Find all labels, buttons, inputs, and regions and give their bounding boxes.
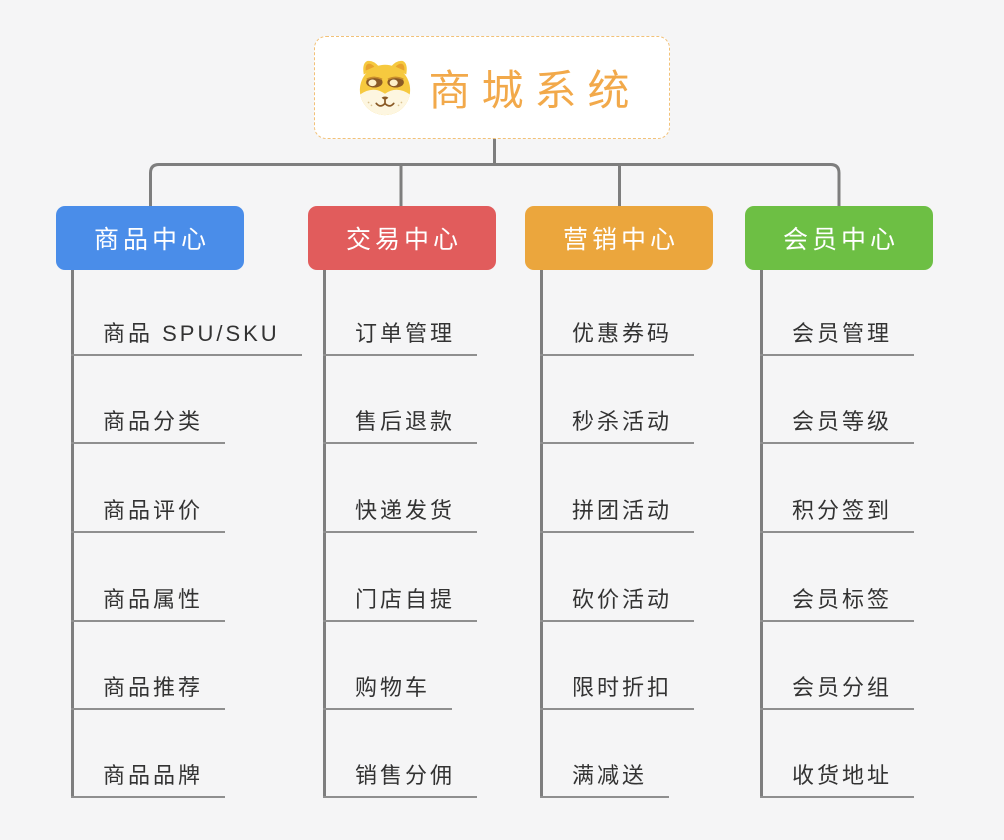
item-node[interactable]: 限时折扣 [540,675,695,710]
item-node[interactable]: 快递发货 [323,498,478,533]
dog-face-icon [360,60,411,115]
root-node[interactable]: 商城系统 [314,36,670,139]
item-node[interactable]: 门店自提 [323,587,478,622]
item-node[interactable]: 订单管理 [323,321,478,356]
branch-node-product-center[interactable]: 商品中心 [56,206,244,270]
item-node[interactable]: 销售分佣 [323,763,478,798]
item-node[interactable]: 购物车 [323,675,453,710]
branch-node-label: 营销中心 [562,226,679,254]
branch-node-label: 交易中心 [345,226,462,254]
item-node[interactable]: 收货地址 [760,763,915,798]
item-node[interactable]: 积分签到 [760,498,915,533]
item-node[interactable]: 会员标签 [760,587,915,622]
item-node[interactable]: 优惠券码 [540,321,695,356]
branch-node-marketing-center[interactable]: 营销中心 [525,206,713,270]
branch-node-trade-center[interactable]: 交易中心 [308,206,496,270]
branch-node-member-center[interactable]: 会员中心 [745,206,933,270]
item-node[interactable]: 售后退款 [323,409,478,444]
item-node[interactable]: 商品属性 [71,587,226,622]
item-node[interactable]: 拼团活动 [540,498,695,533]
item-node[interactable]: 商品分类 [71,409,226,444]
branch-node-label: 商品中心 [93,226,210,254]
item-node[interactable]: 会员等级 [760,409,915,444]
item-node[interactable]: 满减送 [540,763,670,798]
item-node[interactable]: 商品评价 [71,498,226,533]
item-node[interactable]: 商品品牌 [71,763,226,798]
item-node[interactable]: 会员管理 [760,321,915,356]
item-node[interactable]: 会员分组 [760,675,915,710]
item-node[interactable]: 商品 SPU/SKU [71,321,302,356]
branch-node-label: 会员中心 [782,226,899,254]
item-node[interactable]: 商品推荐 [71,675,226,710]
item-node[interactable]: 秒杀活动 [540,409,695,444]
root-node-label: 商城系统 [428,67,641,114]
item-node[interactable]: 砍价活动 [540,587,695,622]
